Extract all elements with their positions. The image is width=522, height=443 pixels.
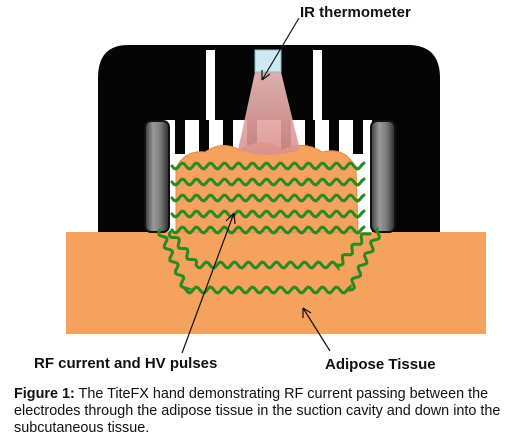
ir-sensor-icon bbox=[254, 49, 282, 73]
rf-current-label: RF current and HV pulses bbox=[34, 355, 217, 372]
caption-text: The TiteFX hand demonstrating RF current… bbox=[14, 386, 501, 436]
rf-wave-line bbox=[170, 225, 366, 235]
electrode-icon bbox=[370, 120, 396, 233]
suctioned-tissue bbox=[175, 142, 359, 233]
rf-wave-line bbox=[157, 227, 381, 295]
rf-wave-line bbox=[170, 177, 366, 187]
rf-wave-line bbox=[167, 230, 372, 272]
rf-wave-line bbox=[170, 161, 366, 171]
adipose-tissue-base bbox=[66, 232, 486, 334]
figure-number: Figure 1: bbox=[14, 386, 75, 402]
rf-wave-line bbox=[170, 209, 366, 219]
adipose-tissue-label: Adipose Tissue bbox=[325, 356, 436, 373]
rf-arrow bbox=[181, 212, 235, 354]
vent-slot bbox=[313, 50, 322, 120]
rf-arrow-head bbox=[225, 212, 236, 225]
vent-slot bbox=[206, 50, 215, 120]
ir-thermometer-label: IR thermometer bbox=[300, 4, 411, 21]
adipose-arrow-head bbox=[302, 307, 312, 318]
pointer-arrows bbox=[181, 17, 331, 354]
handpiece-body bbox=[98, 45, 440, 232]
electrode-icon bbox=[144, 120, 170, 233]
figure-caption: Figure 1: The TiteFX hand demonstrating … bbox=[14, 386, 514, 437]
ir-arrow bbox=[261, 17, 300, 81]
ir-beam bbox=[238, 72, 300, 155]
ir-arrow-head bbox=[261, 70, 271, 81]
rf-current-waves bbox=[157, 161, 381, 295]
ir-thermometer bbox=[238, 49, 300, 155]
adipose-arrow bbox=[302, 307, 331, 352]
rf-wave-line bbox=[170, 193, 366, 203]
